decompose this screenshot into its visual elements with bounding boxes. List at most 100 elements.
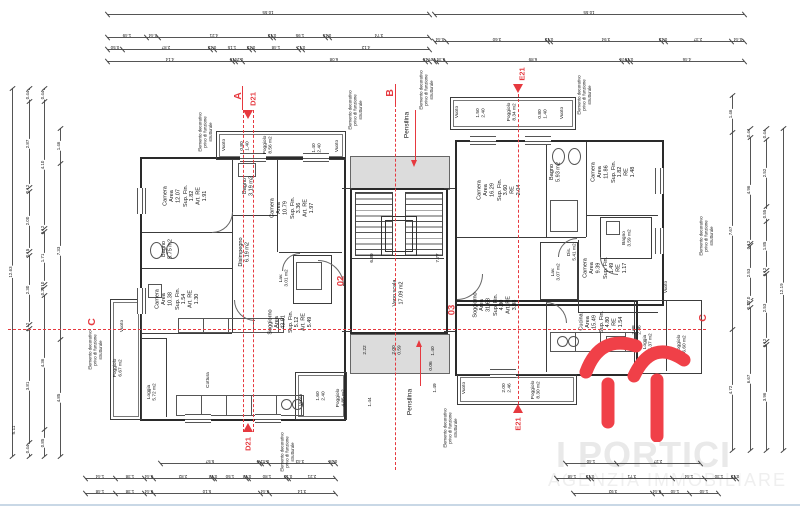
dim-segment: 12.19	[779, 128, 787, 450]
washer	[296, 262, 322, 290]
dim-value: 6.89	[528, 55, 538, 62]
dim-segment: 0.85	[40, 429, 48, 457]
dim-value: 4.10	[40, 160, 47, 170]
room-label-camera: Camera Area 10.38 Sup. Fin. 1.54 Art. RE…	[154, 287, 201, 311]
dim-segment: 4.96	[746, 137, 754, 244]
section-marker-c: C	[697, 314, 709, 322]
dim-chain-top: 4.140.100.246.080.10	[107, 55, 433, 65]
note-decorative-element: Elemento decorativo privo di funzione st…	[699, 216, 716, 256]
room-label-poggiolo: Poggiolo 8.34 m2	[506, 102, 518, 122]
dim-segment: 1.38	[115, 487, 145, 497]
wall	[586, 215, 658, 216]
dim-value: 4.14	[164, 55, 175, 62]
dim-value: 5.57	[205, 457, 215, 464]
dim-segment: 0.44	[652, 487, 662, 497]
laundry-room-walls	[293, 255, 332, 304]
inner-dim: 0.80 1.40	[537, 109, 549, 119]
section-arrow-icon	[243, 423, 253, 432]
dim-value: 0.55	[762, 209, 769, 219]
dim-segment: 0.44	[434, 35, 447, 45]
wall	[142, 232, 232, 233]
dim-value: 0.50	[109, 43, 120, 50]
dim-value: 2.87	[25, 139, 32, 150]
section-line-c	[8, 329, 706, 330]
dim-value: 0.44	[25, 444, 32, 455]
section-marker-c: C	[86, 318, 98, 326]
dim-segment: 0.44	[762, 128, 770, 140]
label-vuoto: Vuoto	[663, 280, 669, 294]
dim-segment: 1.38	[115, 472, 144, 482]
section-marker-e21: E21	[517, 67, 527, 81]
inner-dim: 1.60 2.40	[315, 391, 327, 401]
dim-chain-left: 0.444.100.121.710.100.254.360.85	[40, 88, 48, 457]
stove-burner-icon	[568, 336, 579, 347]
dim-segment: 4.14	[107, 55, 233, 65]
dim-segment: 4.85	[56, 339, 64, 456]
dim-value: 2.30	[25, 285, 32, 295]
dim-value: 1.71	[40, 253, 47, 263]
dim-value: 5.10	[202, 487, 212, 494]
dim-segment: 1.15	[214, 43, 250, 53]
dim-value: 1.15	[227, 43, 237, 50]
bathroom-fixture	[150, 242, 163, 259]
dim-segment: 0.10	[624, 55, 634, 65]
stair-flight	[405, 192, 443, 256]
section-marker-d21: D21	[243, 437, 253, 451]
dim-segment: 7.33	[56, 163, 64, 340]
dim-segment: 0.50	[107, 43, 123, 53]
note-decorative-element: Elemento decorativo privo di funzione st…	[88, 330, 105, 370]
dim-segment: 3.74	[329, 31, 429, 41]
inner-dim: 1.44	[367, 397, 373, 407]
dim-segment: 4.36	[40, 295, 48, 431]
stair-landing-line	[352, 258, 444, 259]
dim-value: 2.82	[177, 472, 188, 479]
room-label-loggia: Loggia 5.72 m2	[146, 383, 158, 401]
dim-chain-left: 12.63	[8, 88, 16, 456]
label-vuoto: Vuoto	[334, 139, 340, 153]
label-vuoto: Vuoto	[559, 106, 565, 120]
wall	[166, 338, 167, 417]
dim-value: 4.12	[360, 43, 371, 50]
section-line-d21	[243, 110, 244, 432]
unit03-outline-lower	[455, 300, 638, 376]
dim-value: 4.36	[40, 357, 47, 368]
window	[655, 228, 664, 254]
wall	[232, 215, 277, 216]
room-label-camera: Camera Area 10.79 Sup. Fin. 3.36 Art. RE…	[269, 196, 316, 220]
wall	[666, 301, 667, 371]
dim-segment: 3.94	[550, 35, 662, 45]
wall	[546, 142, 547, 237]
dim-segment: 3.92	[573, 487, 653, 497]
wall	[578, 240, 579, 312]
inner-dim: 2.22	[362, 345, 368, 355]
dim-value: 0.85	[40, 438, 47, 448]
dim-segment: 0.44	[143, 472, 154, 482]
dim-segment: 2.27	[616, 457, 701, 467]
note-decorative-element: Elemento decorativo privo di funzione st…	[348, 90, 365, 130]
window	[255, 414, 281, 423]
window	[470, 136, 496, 145]
dim-segment: 2.87	[122, 43, 211, 53]
dim-value: 3.71	[627, 472, 637, 479]
note-decorative-element: Elemento decorativo privo di funzione st…	[198, 112, 215, 152]
dim-value: 1.49	[122, 31, 132, 38]
dim-segment: 4.72	[728, 329, 736, 450]
dim-segment: 0.12	[295, 43, 306, 53]
dim-segment: 4.10	[40, 101, 48, 229]
inner-dim: 2.00 0.59	[391, 345, 403, 355]
section-marker-e21: E21	[513, 417, 523, 431]
dim-value: 1.44	[95, 472, 105, 479]
wall	[586, 142, 587, 237]
dim-segment: 0.44	[144, 487, 155, 497]
dim-segment: 1.71	[40, 231, 48, 285]
elevator	[381, 216, 417, 256]
wall	[142, 268, 232, 269]
dim-value: 2.53	[746, 268, 753, 278]
dim-value: 0.12	[729, 472, 740, 479]
dim-value: 1.38	[125, 487, 135, 494]
dim-segment: 5.57	[160, 457, 260, 467]
room-label-soggiorno: Soggiorno Area 43.91 Sup. Fin. 5.12 Art.…	[267, 309, 314, 335]
dim-segment: 0.10	[422, 55, 433, 65]
